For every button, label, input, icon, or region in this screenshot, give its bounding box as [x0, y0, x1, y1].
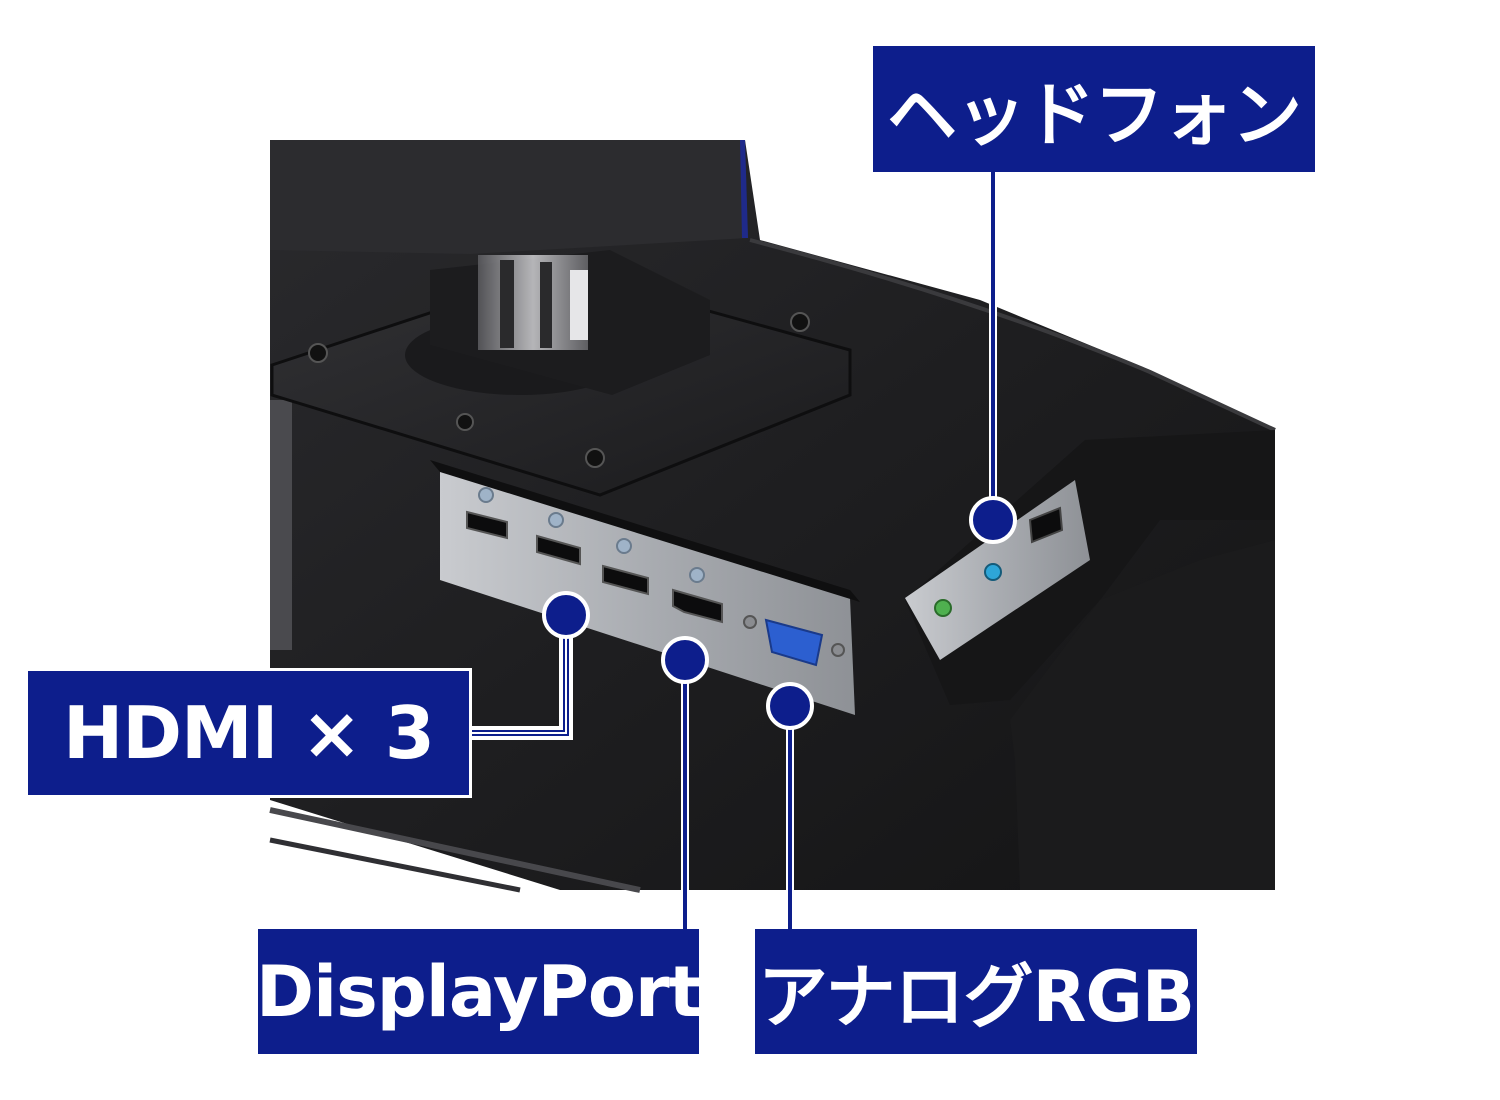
callout-lines — [472, 172, 997, 929]
hdmi-label: HDMI × 3 — [25, 668, 472, 798]
callout-dots — [542, 496, 1017, 730]
callout-dot-headphone — [969, 496, 1017, 544]
callout-line-hdmi — [472, 620, 573, 740]
displayport-port — [672, 567, 723, 624]
displayport-label: DisplayPort — [256, 929, 702, 1054]
stand-hinge — [430, 250, 710, 395]
headphone-label: ヘッドフォン — [873, 46, 1315, 172]
hdmi-port — [602, 538, 649, 596]
callout-dot-displayport — [661, 636, 709, 684]
analog-rgb-label: アナログRGB — [755, 929, 1197, 1054]
callout-dot-analog-rgb — [766, 682, 814, 730]
hdmi-port — [466, 487, 508, 540]
stand-neck — [270, 140, 748, 254]
vga-port — [743, 615, 845, 667]
callout-dot-hdmi — [542, 591, 590, 639]
hdmi-ports — [466, 487, 649, 596]
side-io-bay — [905, 430, 1275, 890]
hdmi-port — [536, 512, 581, 566]
